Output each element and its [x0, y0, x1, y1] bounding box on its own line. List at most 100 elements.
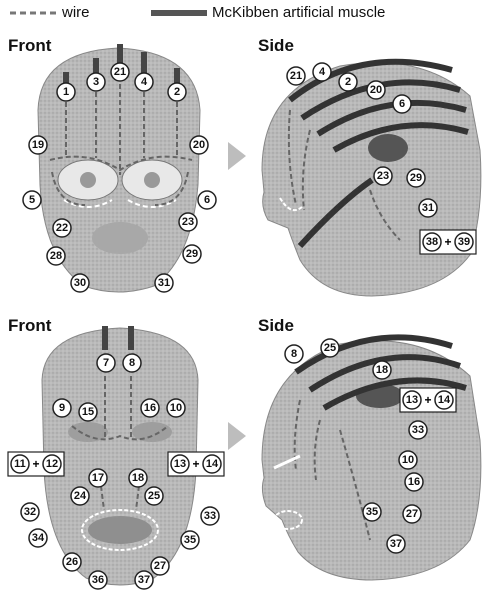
bs-marker-35: 35: [363, 503, 381, 521]
bf-marker-17: 17: [89, 469, 107, 487]
ts-marker-29: 29: [407, 169, 425, 187]
svg-text:33: 33: [204, 510, 216, 522]
bf-marker-26: 26: [63, 553, 81, 571]
bs-marker-16: 16: [405, 473, 423, 491]
arrow-icon-top: [228, 142, 246, 170]
svg-text:14: 14: [438, 394, 451, 406]
bs-marker-33: 33: [409, 421, 427, 439]
svg-text:39: 39: [458, 236, 470, 248]
ts-marker-31: 31: [419, 199, 437, 217]
tf-marker-6: 6: [198, 191, 216, 209]
svg-text:24: 24: [74, 490, 87, 502]
svg-text:33: 33: [412, 424, 424, 436]
svg-text:30: 30: [74, 277, 86, 289]
tf-marker-2: 2: [168, 83, 186, 101]
bf-marker-15: 15: [79, 403, 97, 421]
bf-marker-34: 34: [29, 529, 47, 547]
svg-text:37: 37: [390, 538, 402, 550]
svg-text:36: 36: [92, 574, 104, 586]
tf-marker-3: 3: [87, 73, 105, 91]
svg-text:31: 31: [158, 277, 170, 289]
bf-marker-27: 27: [151, 557, 169, 575]
svg-text:16: 16: [408, 476, 420, 488]
svg-text:34: 34: [32, 532, 45, 544]
bs-marker-18: 18: [373, 361, 391, 379]
svg-text:17: 17: [92, 472, 104, 484]
svg-text:10: 10: [170, 402, 182, 414]
svg-text:5: 5: [29, 194, 35, 206]
svg-text:2: 2: [345, 76, 351, 88]
bs-box-13-14-b: 14: [435, 391, 453, 409]
svg-text:2: 2: [174, 86, 180, 98]
tf-marker-4: 4: [135, 73, 153, 91]
ts-marker-6: 6: [393, 95, 411, 113]
svg-text:20: 20: [370, 84, 382, 96]
bf-marker-10: 10: [167, 399, 185, 417]
bs-marker-27: 27: [403, 505, 421, 523]
svg-text:4: 4: [141, 76, 148, 88]
svg-text:29: 29: [410, 172, 422, 184]
bs-box-13-14-a: 13: [403, 391, 421, 409]
tf-marker-20: 20: [190, 136, 208, 154]
ts-marker-21: 21: [287, 67, 305, 85]
svg-text:38: 38: [426, 236, 438, 248]
svg-text:28: 28: [50, 250, 62, 262]
svg-text:21: 21: [114, 66, 126, 78]
svg-text:35: 35: [184, 534, 196, 546]
svg-text:9: 9: [59, 402, 65, 414]
bf-box-13-14-a: 13: [171, 455, 189, 473]
bf-marker-37: 37: [135, 571, 153, 589]
svg-text:27: 27: [154, 560, 166, 572]
ts-marker-4: 4: [313, 63, 331, 81]
svg-text:12: 12: [46, 458, 58, 470]
tf-marker-19: 19: [29, 136, 47, 154]
svg-text:8: 8: [291, 348, 297, 360]
arrow-icon-bottom: [228, 422, 246, 450]
bs-box-13-14-plus: +: [424, 393, 431, 407]
svg-text:3: 3: [93, 76, 99, 88]
tf-marker-30: 30: [71, 274, 89, 292]
svg-text:37: 37: [138, 574, 150, 586]
tf-marker-28: 28: [47, 247, 65, 265]
svg-text:35: 35: [366, 506, 378, 518]
tf-marker-31: 31: [155, 274, 173, 292]
svg-text:15: 15: [82, 406, 94, 418]
svg-text:26: 26: [66, 556, 78, 568]
bs-marker-10: 10: [399, 451, 417, 469]
svg-text:11: 11: [14, 458, 26, 470]
ts-marker-2: 2: [339, 73, 357, 91]
bf-box-13-14-b: 14: [203, 455, 221, 473]
bf-box-11-12-plus: +: [32, 457, 39, 471]
tf-marker-21: 21: [111, 63, 129, 81]
ts-marker-23: 23: [374, 167, 392, 185]
bf-box-11-12-b: 12: [43, 455, 61, 473]
bf-marker-8: 8: [123, 354, 141, 372]
bs-marker-8: 8: [285, 345, 303, 363]
svg-text:13: 13: [174, 458, 186, 470]
svg-text:23: 23: [182, 216, 194, 228]
bf-marker-18: 18: [129, 469, 147, 487]
ts-marker-20: 20: [367, 81, 385, 99]
svg-text:19: 19: [32, 139, 44, 151]
tf-marker-1: 1: [57, 83, 75, 101]
svg-text:1: 1: [63, 86, 69, 98]
svg-text:4: 4: [319, 66, 326, 78]
tf-marker-5: 5: [23, 191, 41, 209]
svg-text:13: 13: [406, 394, 418, 406]
bf-marker-35: 35: [181, 531, 199, 549]
svg-text:22: 22: [56, 222, 68, 234]
bf-box-11-12-a: 11: [11, 455, 29, 473]
svg-text:6: 6: [204, 194, 210, 206]
svg-text:7: 7: [103, 357, 109, 369]
bf-box-13-14-plus: +: [192, 457, 199, 471]
svg-text:23: 23: [377, 170, 389, 182]
bf-marker-36: 36: [89, 571, 107, 589]
svg-text:21: 21: [290, 70, 302, 82]
bf-marker-32: 32: [21, 503, 39, 521]
bf-marker-33: 33: [201, 507, 219, 525]
svg-text:20: 20: [193, 139, 205, 151]
bf-marker-25: 25: [145, 487, 163, 505]
svg-text:18: 18: [132, 472, 144, 484]
svg-text:16: 16: [144, 402, 156, 414]
